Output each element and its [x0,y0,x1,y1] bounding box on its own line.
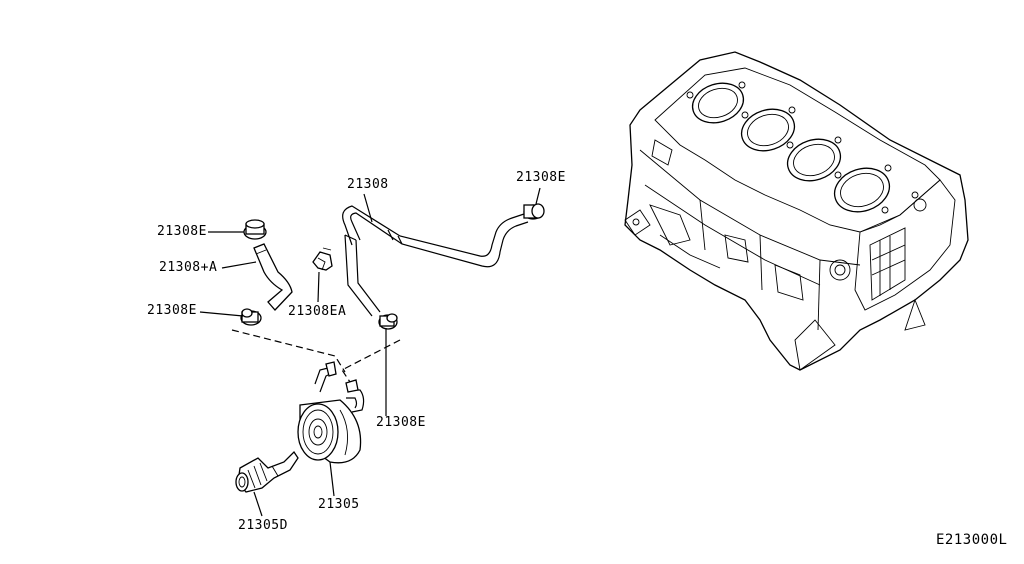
label-21305d: 21305D [238,518,288,533]
clamp-top-left-drawing [243,219,267,240]
connector-drawing [235,450,299,493]
label-21308e-top-right: 21308E [516,170,566,185]
diagram-code: E213000L [936,532,1008,548]
label-21308e-mid-left: 21308E [147,303,197,318]
clamp-mid-left-drawing [240,308,262,326]
clamp-lower-drawing [378,313,398,330]
label-21308e-top-left: 21308E [157,224,207,239]
label-21308: 21308 [347,177,389,192]
label-21308-a: 21308+A [159,260,218,275]
engine-block-drawing [624,51,969,371]
clamp-top-right-drawing [523,203,545,220]
leader-lines [199,187,541,517]
label-21305: 21305 [318,497,360,512]
hose-21308a-drawing [253,243,293,311]
bracket-drawing [312,247,333,271]
oil-cooler-drawing [297,361,365,464]
label-21308e-lower: 21308E [376,415,426,430]
label-21308ea: 21308EA [288,304,347,319]
hose-21308-drawing [342,205,529,317]
